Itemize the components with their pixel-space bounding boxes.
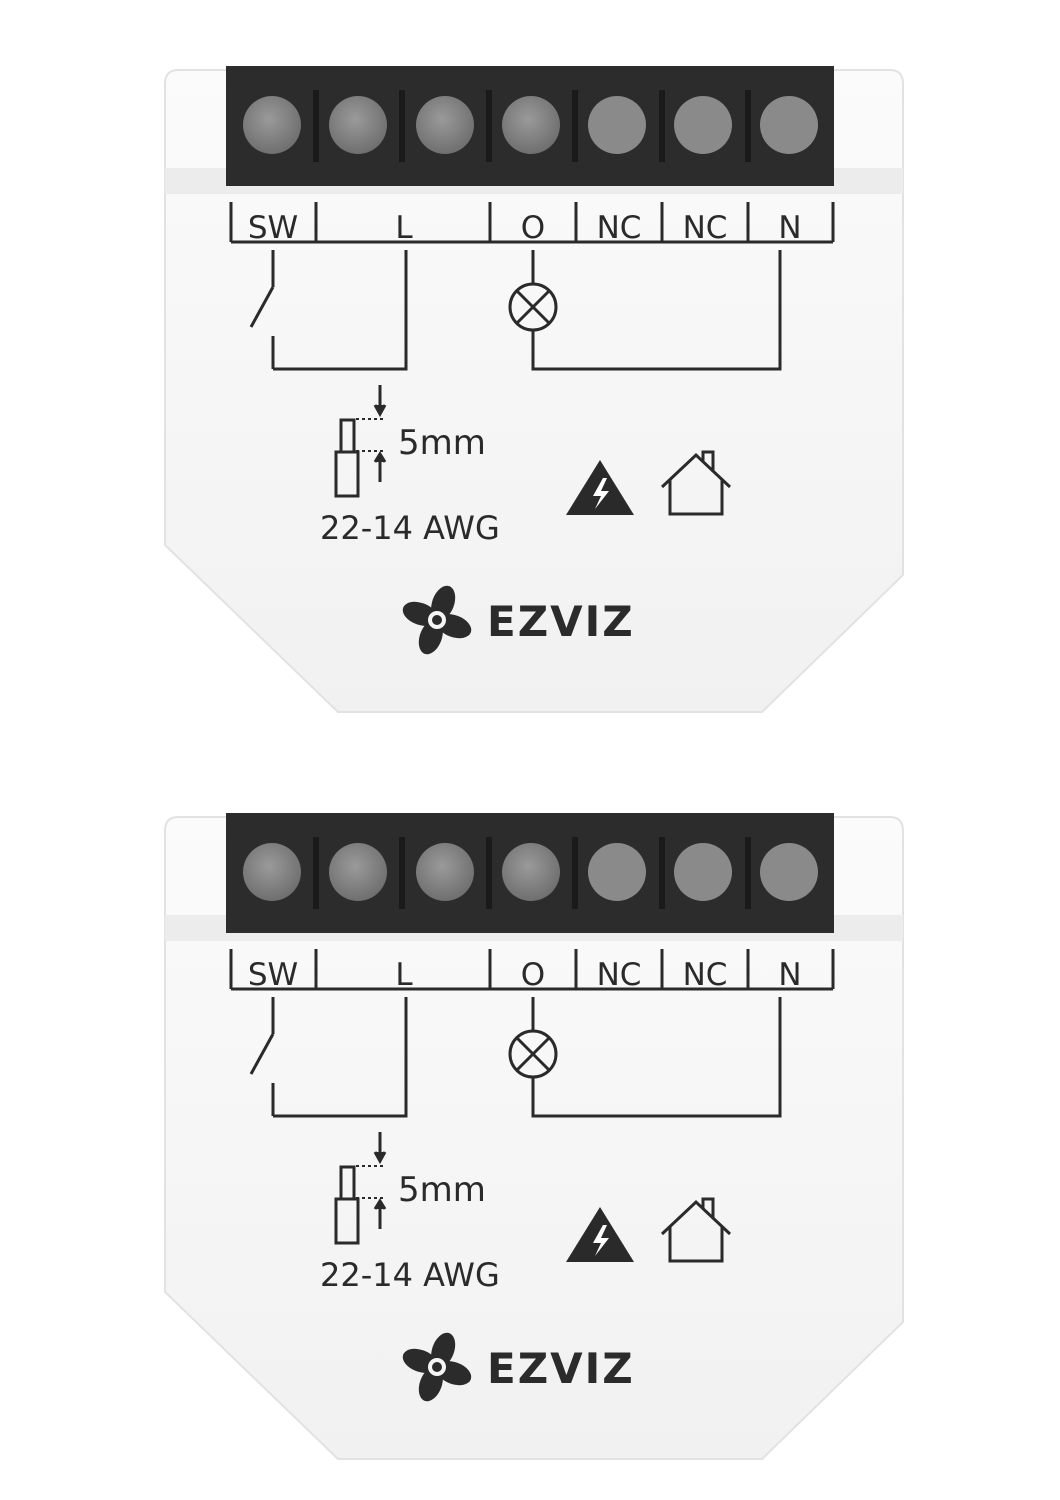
relay-module-1: SW L O NC NC N [0, 0, 1060, 720]
terminal-dividers [313, 837, 751, 909]
module-housing [164, 69, 904, 713]
wiring-diagram [249, 997, 782, 1118]
terminal-screw [588, 843, 646, 901]
terminal-label-bar [229, 949, 835, 991]
terminal-screw [674, 843, 732, 901]
brand-wordmark: EZVIZ [487, 1344, 635, 1393]
terminal-label-l: L [395, 210, 413, 246]
terminal-screw [674, 96, 732, 154]
switch-contact-icon [249, 997, 275, 1116]
indoor-use-house-icon [660, 450, 732, 516]
terminal-screw [760, 843, 818, 901]
terminal-screws [243, 843, 818, 901]
terminal-label-o: O [521, 957, 545, 993]
terminal-label-l: L [395, 957, 413, 993]
terminal-label-n: N [778, 957, 801, 993]
terminal-label-nc-1: NC [597, 210, 642, 246]
terminal-label-sw: SW [248, 957, 298, 993]
module-housing [164, 816, 904, 1460]
brand-wordmark: EZVIZ [487, 597, 635, 646]
indoor-use-house-icon [660, 1197, 732, 1263]
wire-gauge-label: 22-14 AWG [320, 1256, 500, 1294]
wire-gauge-label: 22-14 AWG [320, 509, 500, 547]
terminal-label-nc-2: NC [683, 210, 728, 246]
terminal-screw [588, 96, 646, 154]
terminal-label-n: N [778, 210, 801, 246]
ezviz-logo-icon [402, 585, 472, 655]
relay-module-1-drawing: SW L O NC NC N [164, 66, 904, 713]
terminal-screw [502, 843, 560, 901]
wire-strip-gauge-icon [334, 1132, 387, 1245]
relay-module-2: SW L O NC NC N [0, 747, 1060, 1467]
strip-length-label: 5mm [398, 423, 486, 463]
ezviz-logo-icon [402, 1332, 472, 1402]
terminal-label-bar [229, 202, 835, 244]
terminal-screw [329, 843, 387, 901]
lamp-load-icon [508, 1029, 558, 1079]
terminal-screw [760, 96, 818, 154]
electric-hazard-icon [566, 460, 634, 515]
wiring-diagram [249, 250, 782, 371]
terminal-screw [329, 96, 387, 154]
terminal-dividers [313, 90, 751, 162]
terminal-screws [243, 96, 818, 154]
terminal-label-nc-2: NC [683, 957, 728, 993]
strip-length-label: 5mm [398, 1170, 486, 1210]
terminal-screw [243, 96, 301, 154]
switch-contact-icon [249, 250, 275, 369]
terminal-label-sw: SW [248, 210, 298, 246]
terminal-screw [502, 96, 560, 154]
terminal-label-o: O [521, 210, 545, 246]
terminal-screw [416, 96, 474, 154]
terminal-label-nc-1: NC [597, 957, 642, 993]
terminal-screw [243, 843, 301, 901]
terminal-screw [416, 843, 474, 901]
relay-module-2-drawing: SW L O NC NC N [164, 813, 904, 1460]
wire-strip-gauge-icon [334, 385, 387, 498]
electric-hazard-icon [566, 1207, 634, 1262]
